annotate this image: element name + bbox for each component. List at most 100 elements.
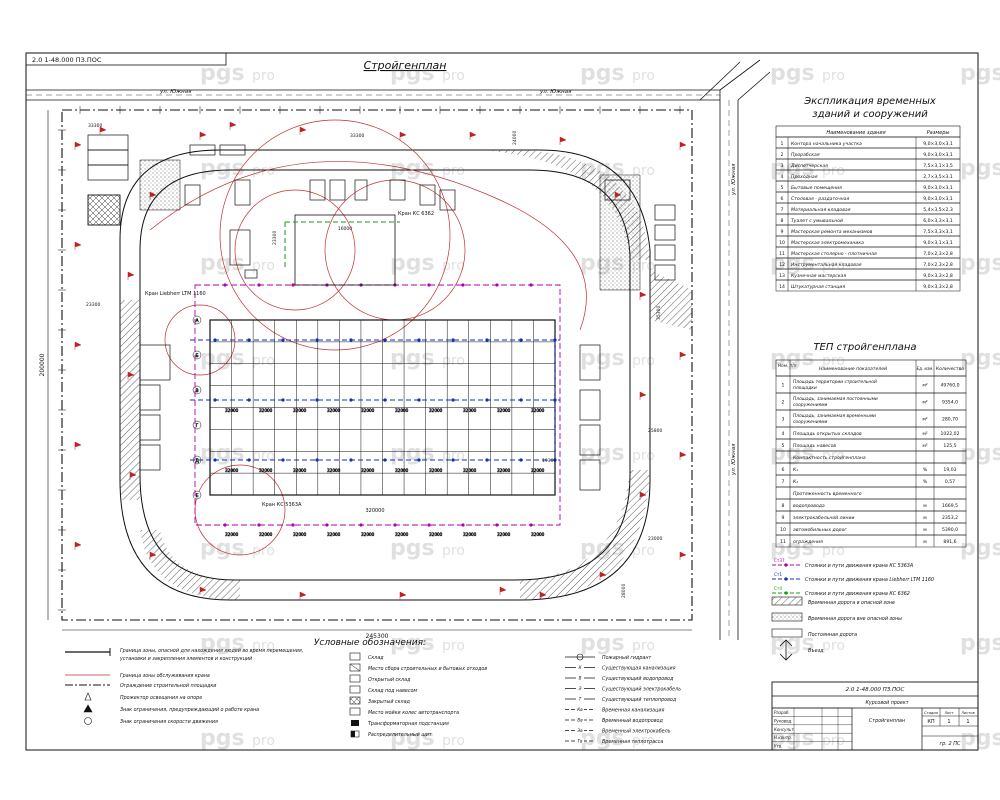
street-right-label-1: ул. Южная [731, 163, 737, 196]
watermark-text: pgs [390, 346, 435, 371]
title-block-sign-row: Руковод. [774, 718, 792, 723]
dim-h: 23000 [648, 536, 662, 542]
tep-row-unit: м [923, 516, 927, 521]
tep-row-name: Протяженность временного [793, 491, 862, 497]
dim-bay: 32000 [293, 408, 307, 413]
watermark-suffix: pro [442, 353, 465, 369]
watermark-text: pgs [960, 346, 1000, 371]
expl-row-size: 9,0×3,3×2,8 [923, 284, 953, 290]
expl-row-num: 11 [779, 251, 785, 257]
legend-item-text: Граница зоны обслуживания крана [120, 673, 210, 679]
watermark-text: pgs [390, 631, 435, 656]
legend-item-text: Склад под навесом [368, 688, 417, 694]
street-top-label-2: ул. Южная [539, 89, 572, 95]
watermark-text: pgs [960, 441, 1000, 466]
dim-g: 19300 [542, 458, 556, 464]
tep-row-qty: 49760,0 [941, 383, 960, 389]
tep-row-name: К₂ [793, 479, 798, 485]
road-hatch-left [120, 300, 140, 500]
expl-row-name: Диспетчерская [790, 163, 828, 169]
crane-legend-code: Ст37 [774, 558, 785, 563]
tep-row-qty: 891,6 [943, 539, 956, 545]
watermark-suffix: pro [632, 68, 655, 84]
title-block-sign-row: Консульт. [774, 727, 795, 732]
expl-row-name: Кузнечная мастерская [791, 273, 846, 279]
watermark-suffix: pro [442, 448, 465, 464]
stamp-text: 2.0 1-48.000 ПЗ.ПОС [32, 56, 102, 64]
watermark-text: pgs [580, 441, 625, 466]
expl-row-num: 3 [781, 163, 784, 169]
axis-bubble-label: A [195, 318, 199, 324]
dim-total-height: 200000 [39, 353, 46, 376]
tep-row-unit: м² [922, 432, 927, 437]
watermark-suffix: pro [252, 638, 275, 654]
dim-bay: 32000 [395, 408, 409, 413]
dim-b: 16000 [338, 226, 352, 232]
dim-bay: 32000 [531, 408, 545, 413]
dim-c: 24000 [512, 131, 518, 145]
dim-bay: 32000 [259, 532, 273, 537]
crane-legend-code: Ст1 [774, 572, 782, 577]
road-hatch-br [520, 470, 650, 600]
dim-bay: 32000 [225, 532, 239, 537]
legend-item-text: Временный водопровод [602, 718, 663, 724]
tep-row-name: водопровода [793, 504, 825, 509]
expl-row-num: 8 [781, 218, 784, 224]
axis-bubble-label: Б [195, 353, 198, 359]
watermark-layer: pgspropgspropgspropgspropgspropgspropgsp… [200, 61, 1000, 751]
watermark-suffix: pro [252, 543, 275, 559]
watermark-text: pgs [960, 251, 1000, 276]
dim-bay: 32000 [463, 532, 477, 537]
watermark-text: pgs [960, 536, 1000, 561]
legend-item-text: Граница зоны, опасной для нахождения люд… [119, 648, 303, 662]
dim-bay: 32000 [429, 408, 443, 413]
gravel-area-1 [139, 159, 181, 211]
crane-legend-text: Стоянки и пути движения крана КС 5363А [805, 563, 913, 569]
dim-a2: 23300 [86, 302, 100, 308]
legend-line-mark: Вв [577, 718, 583, 723]
watermark-text: pgs [960, 156, 1000, 181]
expl-row-name: Столовая - раздаточная [791, 196, 849, 202]
fence-ticks [58, 106, 681, 611]
road-hatch-bottom [140, 530, 240, 600]
tep-row-qty: 9354,0 [942, 400, 958, 406]
legend-line-mark: Т [579, 697, 582, 702]
watermark-suffix: pro [252, 258, 275, 274]
watermark-suffix: pro [822, 163, 845, 179]
street-right: ул. Южная ул. Южная [699, 59, 771, 640]
dim-bay: 32000 [531, 468, 545, 473]
title-block-object: Курсовой проект [865, 700, 908, 706]
expl-row-name: Штукатурная станция [791, 284, 845, 290]
watermark-text: pgs [390, 61, 435, 86]
tep-row-unit: м [923, 504, 927, 509]
dim-bay: 32000 [497, 408, 511, 413]
tep-row-name: К₁ [793, 467, 798, 473]
expl-row-size: 6,0×3,3×3,1 [923, 218, 953, 224]
crane1-label: Кран КС 6362 [398, 211, 434, 217]
street-top: ул. Южная ул. Южная [26, 89, 720, 101]
tep-row-unit: % [923, 479, 928, 485]
tep-row-name: Площадь навесов [793, 443, 836, 449]
legend-item-text: Временная теплотрасса [602, 739, 663, 745]
dim-building: 320000 [365, 508, 384, 514]
dim-bay: 32000 [361, 408, 375, 413]
expl-row-name: Контора начальника участка [791, 141, 862, 147]
tep-row-name: Площадь открытых складов [793, 431, 862, 437]
expl-row-num: 13 [779, 273, 785, 279]
watermark-text: pgs [960, 631, 1000, 656]
title-block-sheets-head: Листов [960, 711, 974, 715]
legend-line-mark: К [579, 665, 583, 670]
legend-item-text: Существующий теплопровод [602, 697, 677, 703]
watermark-text: pgs [580, 346, 625, 371]
dim-bay: 32000 [225, 408, 239, 413]
legend-item-text: Прожектор освещения на опоре [120, 695, 202, 701]
watermark-suffix: pro [252, 68, 275, 84]
warning-flags [74, 121, 687, 600]
expl-row-size: 7,0×2,3×2,8 [923, 262, 953, 268]
crane-zones [149, 119, 587, 556]
watermark-text: pgs [200, 156, 245, 181]
tep-row-name: автомобильных дорог [793, 527, 847, 533]
dim-bay: 32000 [463, 408, 477, 413]
legend-item-text: Ограждение строительной площадки [120, 683, 216, 689]
